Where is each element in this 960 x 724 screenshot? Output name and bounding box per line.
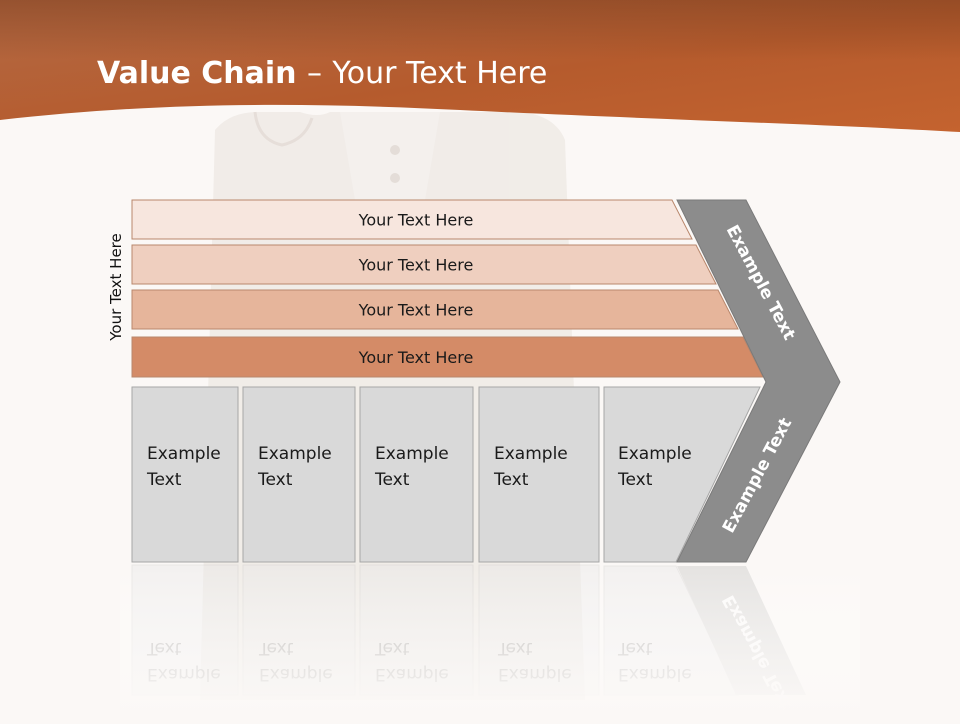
primary-box-line1: Example — [375, 444, 449, 464]
primary-box-shape — [242, 386, 356, 563]
primary-box-line1: Example — [258, 444, 332, 464]
primary-box-shape — [359, 386, 474, 563]
reflection-fade — [120, 566, 860, 720]
support-row: Your Text Here — [131, 336, 764, 378]
support-row-label: Your Text Here — [358, 348, 474, 367]
support-row: Your Text Here — [131, 289, 739, 330]
support-row-shape — [131, 199, 693, 240]
primary-box-line2: Text — [493, 470, 529, 490]
support-row-shape — [131, 244, 717, 285]
primary-box-line2: Text — [257, 470, 293, 490]
title-dash: – — [306, 56, 322, 91]
support-row-label: Your Text Here — [358, 256, 474, 275]
primary-box-line1: Example — [147, 444, 221, 464]
title-main: Value Chain — [97, 56, 297, 91]
title-sub: Your Text Here — [332, 56, 548, 91]
primary-box-line1: Example — [494, 444, 568, 464]
support-row: Your Text Here — [131, 199, 693, 240]
slide-title: Value Chain – Your Text Here — [97, 54, 547, 94]
support-row: Your Text Here — [131, 244, 717, 285]
support-row-shape — [131, 289, 739, 330]
support-row-label: Your Text Here — [358, 301, 474, 320]
primary-box-line2: Text — [617, 470, 653, 490]
primary-box-line1: Example — [618, 444, 692, 464]
side-label: Your Text Here — [107, 233, 125, 341]
primary-box-shape — [478, 386, 600, 563]
chevron-shape — [676, 199, 841, 563]
primary-box-line2: Text — [146, 470, 182, 490]
header-band — [0, 0, 960, 132]
primary-box-shape — [603, 386, 761, 563]
primary-box-shape — [131, 386, 239, 563]
primary-box-line2: Text — [374, 470, 410, 490]
support-row-label: Your Text Here — [358, 211, 474, 230]
